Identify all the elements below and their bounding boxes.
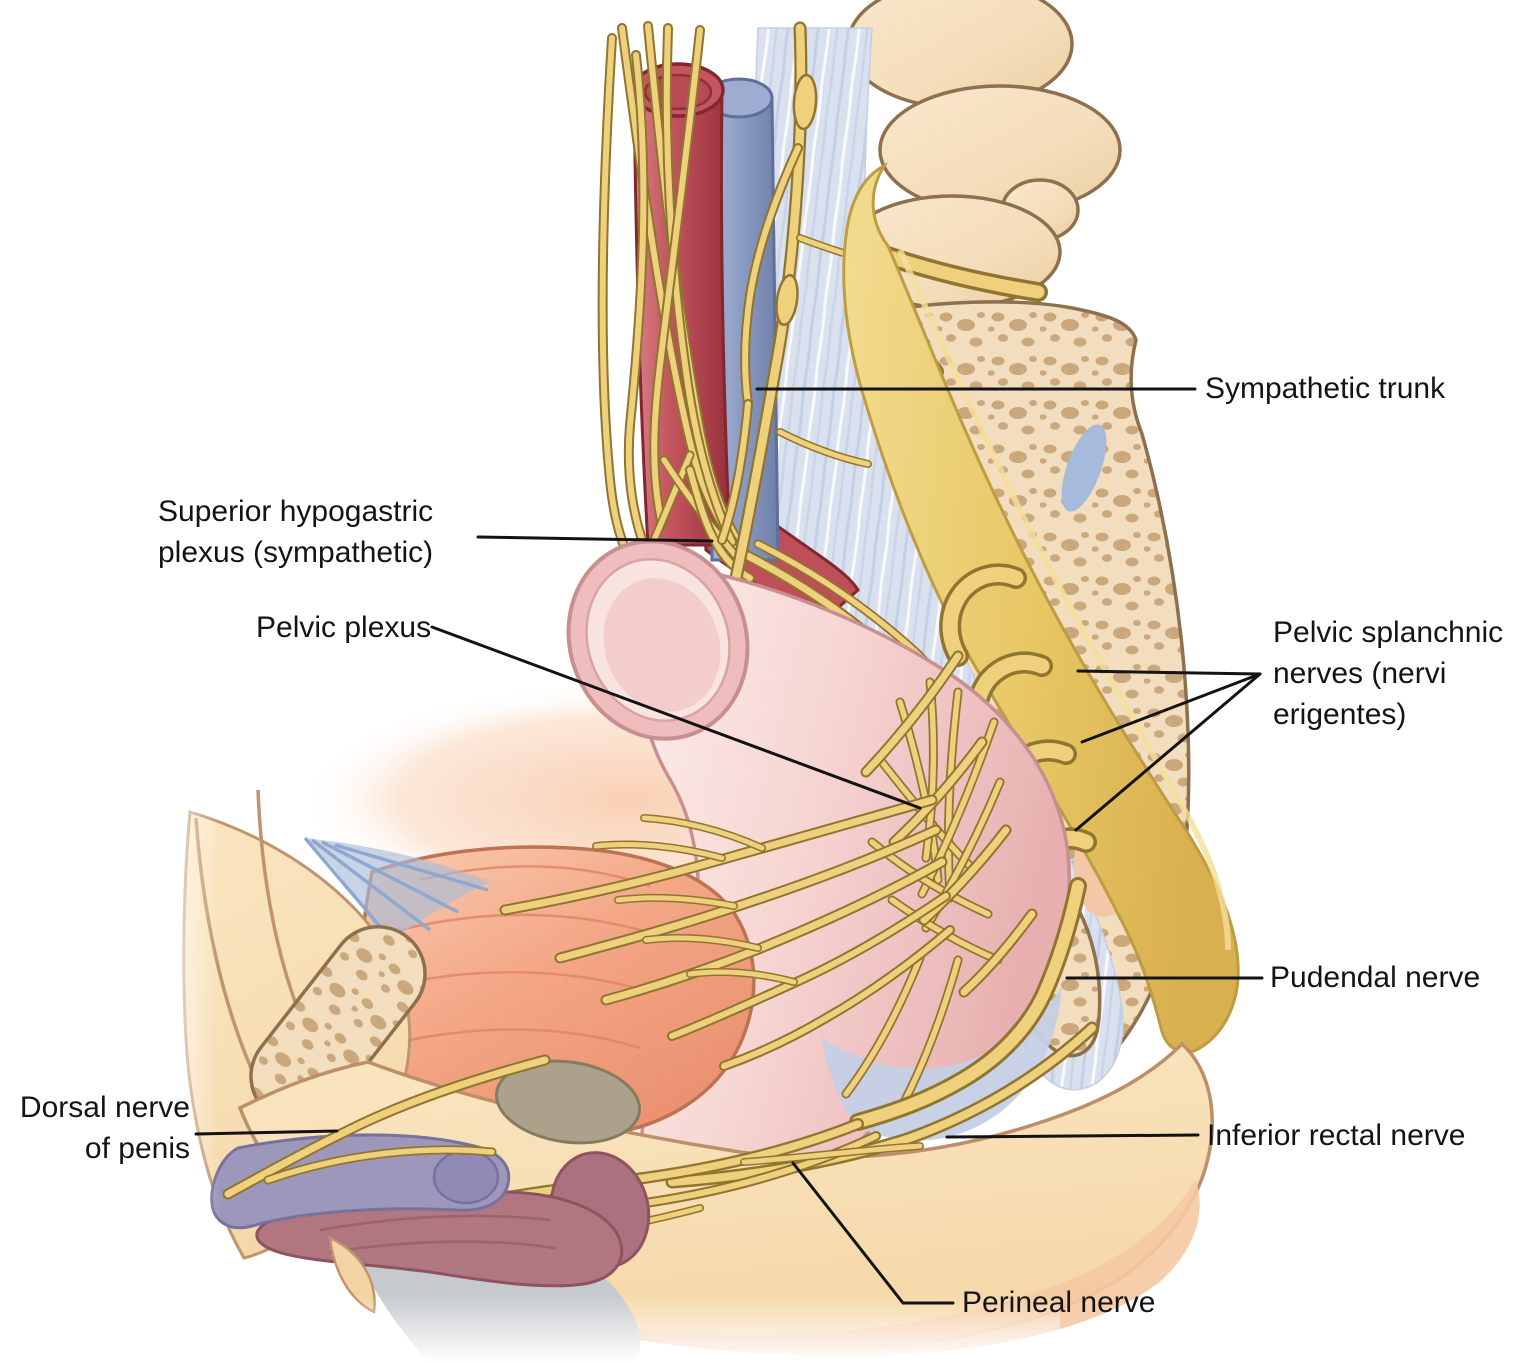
leader-superior-hypogastric	[476, 535, 714, 543]
leader-perineal	[791, 1161, 955, 1305]
label-dorsal-nerve-of-penis: Dorsal nerve of penis	[19, 1091, 190, 1165]
glans-cut	[432, 1149, 500, 1205]
label-sympathetic-trunk: Sympathetic trunk	[1205, 372, 1446, 405]
leader-splanchnic-3	[1074, 672, 1262, 832]
label-perineal-nerve: Perineal nerve	[962, 1286, 1156, 1319]
label-pelvic-plexus: Pelvic plexus	[256, 611, 432, 644]
leader-dorsal-penis	[194, 1129, 339, 1136]
leader-pelvic-plexus	[430, 625, 922, 810]
sympathetic-ganglion	[775, 273, 799, 327]
label-pelvic-splanchnic-nerves: Pelvic splanchnic nerves (nervi erigente…	[1273, 616, 1504, 731]
label-inferior-rectal-nerve: Inferior rectal nerve	[1207, 1119, 1466, 1152]
sacral-canal	[1061, 424, 1107, 512]
sympathetic-ganglion	[792, 73, 818, 131]
leader-inferior-rectal	[945, 1133, 1200, 1139]
leader-lines	[194, 387, 1264, 1305]
rectum	[566, 539, 1071, 1197]
prostate	[494, 1059, 642, 1145]
label-superior-hypogastric-plexus: Superior hypogastric plexus (sympathetic…	[158, 495, 434, 569]
sympathetic-trunk-nerve	[722, 28, 880, 578]
leader-splanchnic-1	[1076, 669, 1262, 676]
fade-overlays	[150, 760, 1060, 1363]
leader-splanchnic-2	[1080, 672, 1262, 744]
puboprostatic-ligament	[303, 836, 490, 952]
label-pudendal-nerve: Pudendal nerve	[1270, 961, 1481, 994]
